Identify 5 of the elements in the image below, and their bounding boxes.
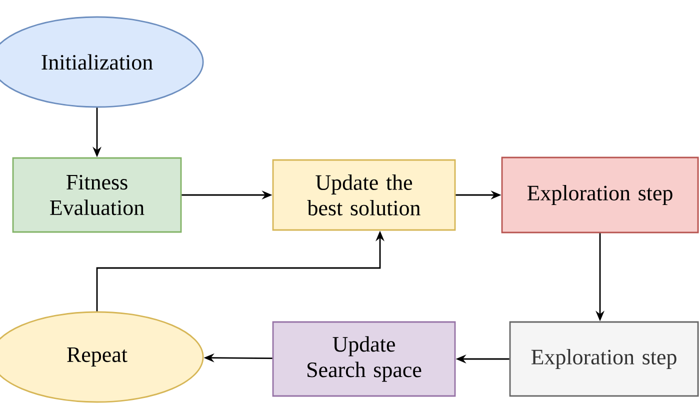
process-box: Update Search space xyxy=(272,321,456,397)
process-box: Exploration step xyxy=(509,321,699,397)
process-box: Exploration step xyxy=(501,156,699,234)
process-box: Fitness Evaluation xyxy=(12,157,182,233)
process-box: Update the best solution xyxy=(272,159,456,231)
